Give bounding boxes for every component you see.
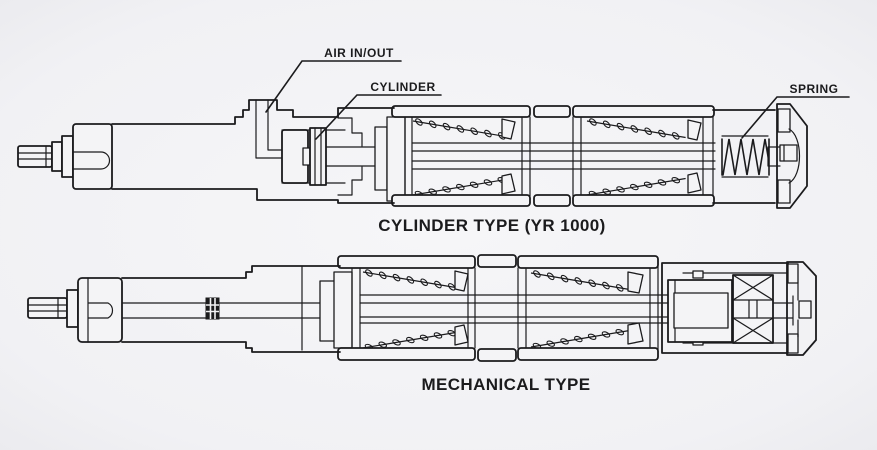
return-spring bbox=[721, 138, 770, 176]
torque-coil-rear bbox=[585, 116, 687, 200]
air-leader-line bbox=[265, 60, 402, 113]
cylinder-label: CYLINDER bbox=[370, 80, 435, 94]
hex-bit bbox=[17, 145, 53, 168]
torque-coil-front bbox=[361, 267, 463, 353]
sleeve-end-plates bbox=[454, 265, 659, 351]
spring-label: SPRING bbox=[789, 82, 838, 96]
sleeve-end-plates bbox=[501, 112, 714, 201]
cylinder-type-diagram: AIR IN/OUT CYLINDER SPRING CYLINDER TYPE… bbox=[17, 46, 850, 235]
bit-ring bbox=[66, 289, 79, 328]
spindle-shaft bbox=[121, 294, 734, 324]
spindle-shaft bbox=[411, 142, 716, 170]
torque-coil-front bbox=[411, 116, 513, 200]
chuck bbox=[77, 277, 123, 343]
air-in-out-callout: AIR IN/OUT bbox=[265, 46, 402, 113]
torque-coil-rear bbox=[529, 268, 631, 352]
sleeve-tube-walls bbox=[337, 254, 659, 362]
mechanical-type-diagram: MECHANICAL TYPE bbox=[27, 254, 817, 394]
spring-chamber bbox=[712, 109, 781, 204]
piston-follower bbox=[374, 115, 413, 203]
mechanical-type-title: MECHANICAL TYPE bbox=[421, 375, 590, 394]
sleeve-tube-walls bbox=[391, 105, 715, 207]
cylinder-callout: CYLINDER bbox=[315, 80, 442, 140]
bit-ring bbox=[51, 141, 63, 172]
hex-bit bbox=[27, 297, 68, 319]
tool-body bbox=[121, 265, 341, 353]
spring-callout: SPRING bbox=[741, 82, 850, 139]
bearing bbox=[732, 274, 794, 344]
adjustment-knurl bbox=[205, 297, 220, 320]
clutch-block bbox=[667, 279, 733, 343]
cylinder-type-title: CYLINDER TYPE (YR 1000) bbox=[378, 216, 605, 235]
bit-collar bbox=[61, 135, 74, 178]
air-in-out-label: AIR IN/OUT bbox=[324, 46, 394, 60]
end-cap bbox=[786, 261, 817, 356]
spring-leader-line bbox=[741, 96, 850, 139]
piston-cylinder bbox=[281, 127, 376, 186]
tool-body bbox=[111, 99, 395, 204]
piston-follower bbox=[319, 265, 361, 351]
chuck bbox=[72, 123, 113, 190]
end-cap bbox=[776, 103, 808, 209]
cylinder-leader-line bbox=[315, 94, 442, 140]
